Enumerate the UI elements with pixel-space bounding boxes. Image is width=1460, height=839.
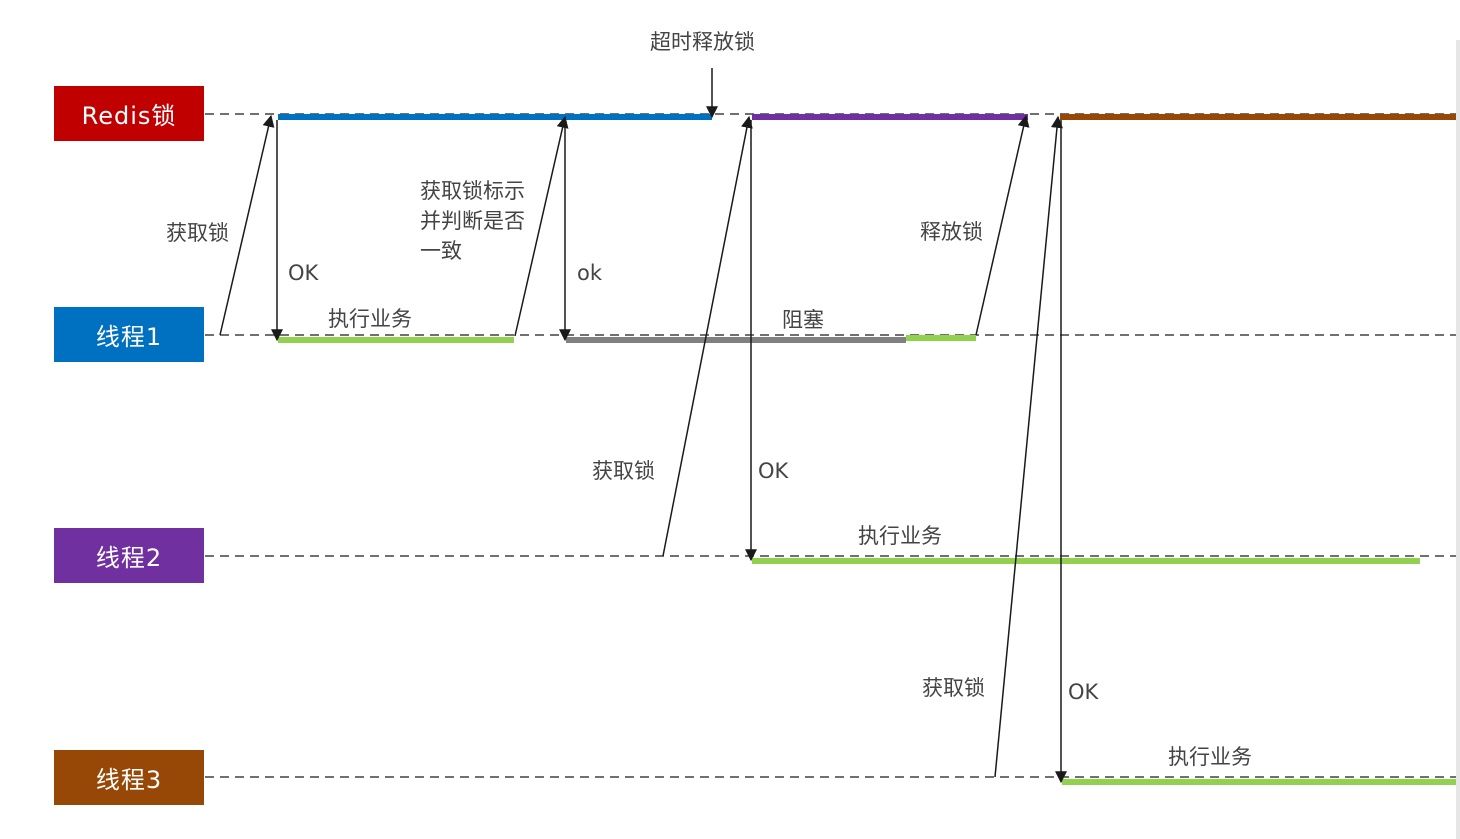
arrow-t1-check-id [514, 115, 569, 337]
label-t3-business: 执行业务 [1168, 745, 1252, 769]
thread-3-business-bar [1062, 779, 1460, 785]
label-t2-business: 执行业务 [858, 524, 942, 548]
lock-held-thread-1-bar [278, 114, 712, 120]
label-t3-ok: OK [1068, 680, 1100, 704]
arrow-t2-acquire-lock [662, 115, 753, 557]
label-t1-business: 执行业务 [328, 307, 412, 331]
label-check-line-1: 获取锁标示 [420, 179, 525, 203]
thread-1-business-tail-bar [906, 335, 976, 341]
thread-2-business-bar [752, 558, 1420, 564]
arrow-t1-acquire-lock [219, 114, 275, 336]
label-timeout-release: 超时释放锁 [650, 30, 755, 54]
label-t3-acquire: 获取锁 [922, 676, 985, 700]
lane-redis-lock-label: Redis锁 [81, 102, 177, 130]
label-blocked: 阻塞 [782, 308, 824, 332]
lane-thread-2: 线程2 [54, 528, 204, 583]
thread-1-blocked-bar [566, 337, 906, 343]
label-ok-lower: ok [577, 261, 603, 285]
right-edge-divider [1456, 40, 1460, 839]
label-t1-acquire: 获取锁 [166, 221, 229, 245]
arrow-t3-acquire-lock [994, 115, 1063, 778]
lane-thread-1: 线程1 [54, 307, 204, 362]
arrow-t1-release-lock [975, 114, 1030, 336]
label-check-line-2: 并判断是否 [420, 209, 525, 233]
lane-redis-lock: Redis锁 [54, 86, 204, 141]
thread-1-business-bar [278, 337, 514, 343]
label-t1-ok: OK [288, 261, 320, 285]
label-t2-ok: OK [758, 459, 790, 483]
lane-thread-3-label: 线程3 [95, 766, 163, 794]
label-t2-acquire: 获取锁 [592, 459, 655, 483]
lane-thread-1-label: 线程1 [95, 323, 163, 351]
lane-thread-3: 线程3 [54, 750, 204, 805]
lane-thread-2-label: 线程2 [95, 544, 163, 572]
lock-held-thread-2-bar [752, 114, 1028, 120]
lock-held-thread-3-bar [1060, 114, 1460, 120]
label-release: 释放锁 [920, 220, 983, 244]
label-check-line-3: 一致 [420, 239, 462, 263]
